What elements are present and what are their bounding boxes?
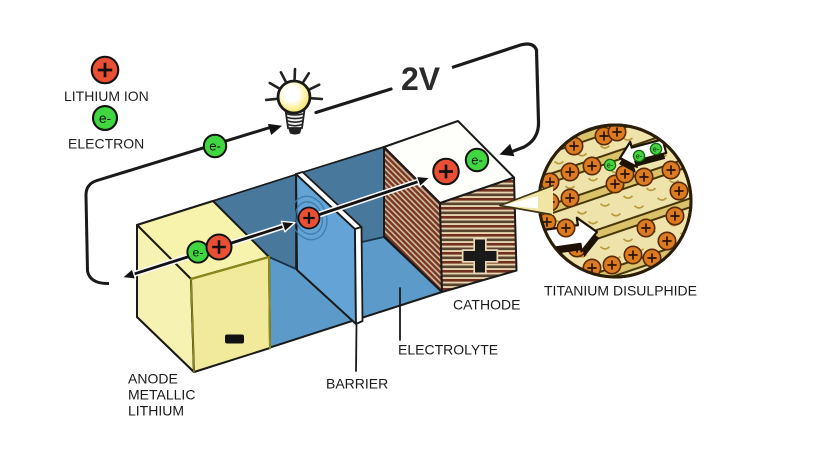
svg-text:CATHODE: CATHODE	[453, 297, 520, 313]
svg-text:LITHIUM: LITHIUM	[128, 403, 184, 419]
svg-text:ELECTROLYTE: ELECTROLYTE	[398, 342, 498, 358]
svg-text:ELECTRON: ELECTRON	[68, 136, 144, 152]
svg-text:TITANIUM DISULPHIDE: TITANIUM DISULPHIDE	[544, 283, 697, 299]
svg-text:2V: 2V	[401, 61, 441, 97]
svg-text:BARRIER: BARRIER	[326, 376, 388, 392]
svg-text:LITHIUM ION: LITHIUM ION	[64, 88, 149, 104]
svg-text:METALLIC: METALLIC	[128, 387, 195, 403]
svg-text:ANODE: ANODE	[128, 371, 178, 387]
